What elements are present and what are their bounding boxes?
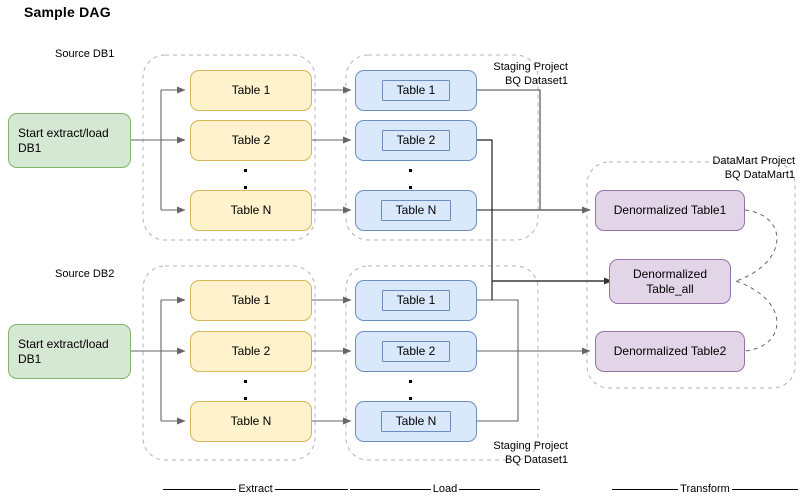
- transform-denormalized-table1[interactable]: Denormalized Table1: [595, 190, 745, 231]
- node-label: Table N: [380, 411, 452, 432]
- node-label: Table 1: [231, 83, 271, 97]
- load-top-table-n[interactable]: Table N: [355, 190, 477, 231]
- node-label: Table N: [230, 203, 272, 217]
- phase-rule-right: [459, 488, 541, 490]
- node-label: Table 2: [381, 341, 451, 362]
- phase-rule-left: [350, 488, 431, 490]
- load-top-table-1[interactable]: Table 1: [355, 70, 477, 111]
- phase-label: Extract: [238, 483, 273, 495]
- phase-rule-left: [163, 488, 237, 490]
- load-top-table-2[interactable]: Table 2: [355, 120, 477, 161]
- node-label: Denormalized Table2: [613, 344, 727, 358]
- phase-transform: Transform: [612, 483, 798, 495]
- phase-rule-right: [274, 488, 349, 490]
- node-label: Table N: [380, 200, 452, 221]
- load-top-ellipsis: [409, 162, 412, 196]
- load-bottom-ellipsis: [409, 373, 412, 407]
- load-bottom-table-2[interactable]: Table 2: [355, 331, 477, 372]
- node-label: Denormalized Table1: [613, 203, 727, 217]
- phase-label: Transform: [680, 483, 730, 495]
- extract-top-ellipsis: [244, 162, 247, 196]
- phase-load: Load: [350, 483, 541, 495]
- extract-bottom-table-2[interactable]: Table 2: [190, 331, 312, 372]
- node-label: Table 2: [231, 133, 271, 147]
- extract-bottom-ellipsis: [244, 373, 247, 407]
- node-label: Table 1: [231, 293, 271, 307]
- group-label-source-db2: Source DB2: [55, 268, 115, 280]
- group-label-source-db1: Source DB1: [55, 48, 115, 60]
- phase-extract: Extract: [163, 483, 349, 495]
- extract-bottom-table-n[interactable]: Table N: [190, 401, 312, 442]
- extract-top-table-2[interactable]: Table 2: [190, 120, 312, 161]
- extract-top-table-1[interactable]: Table 1: [190, 70, 312, 111]
- load-bottom-table-n[interactable]: Table N: [355, 401, 477, 442]
- phase-rule-right: [731, 488, 798, 490]
- extract-top-table-n[interactable]: Table N: [190, 190, 312, 231]
- phase-rule-left: [612, 488, 679, 490]
- page-title: Sample DAG: [24, 4, 111, 20]
- phase-label: Load: [432, 483, 458, 495]
- load-bottom-table-1[interactable]: Table 1: [355, 280, 477, 321]
- node-label: Table 1: [381, 80, 451, 101]
- node-label: Table N: [230, 414, 272, 428]
- node-label: Table 1: [381, 290, 451, 311]
- node-label: Table 2: [381, 130, 451, 151]
- extract-bottom-table-1[interactable]: Table 1: [190, 280, 312, 321]
- node-label: Table 2: [231, 344, 271, 358]
- transform-denormalized-table2[interactable]: Denormalized Table2: [595, 331, 745, 372]
